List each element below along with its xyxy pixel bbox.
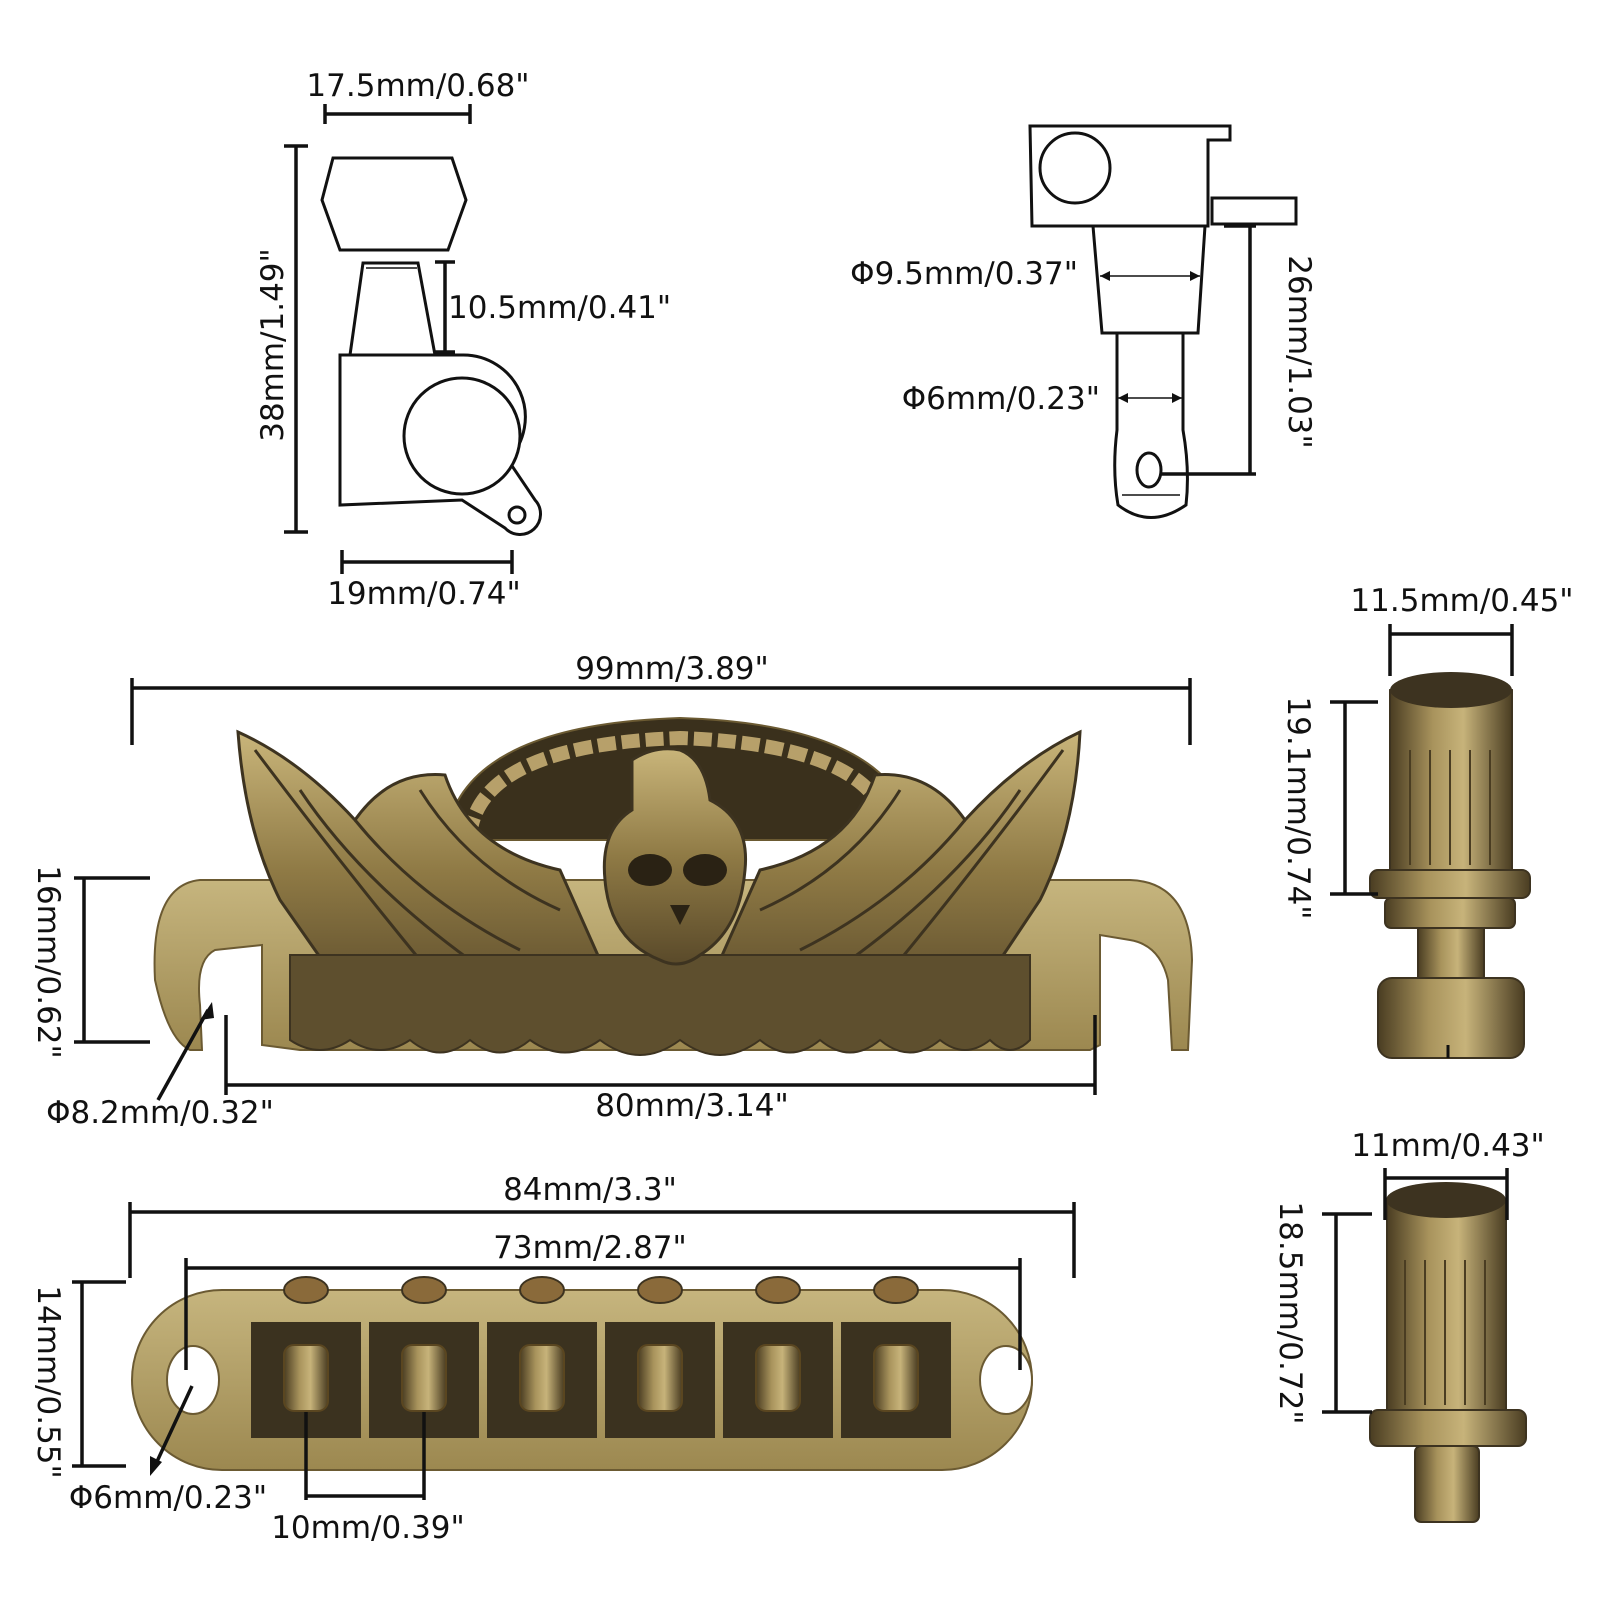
label-bridge-hole: Φ6mm/0.23" xyxy=(69,1480,267,1516)
bridge-right-hole xyxy=(979,1345,1033,1415)
skull-ornament xyxy=(602,747,748,966)
chain-links xyxy=(463,730,897,837)
intonation-screws xyxy=(283,1276,919,1304)
label-bridge-string-spacing: 10mm/0.39" xyxy=(271,1510,465,1546)
tuner-side-bushing xyxy=(1091,224,1207,335)
label-bridge-hole-spacing: 73mm/2.87" xyxy=(493,1230,687,1266)
left-bat-wing xyxy=(236,729,602,1012)
tuner-side-post xyxy=(1113,331,1189,519)
label-tailpiece-height: 16mm/0.62" xyxy=(30,865,66,1059)
tuner-button-outline xyxy=(320,156,468,252)
label-bridge-width: 84mm/3.3" xyxy=(503,1172,677,1208)
bridge-left-hole xyxy=(166,1345,220,1415)
label-tuner-top-width: 17.5mm/0.68" xyxy=(306,68,529,104)
label-tuner-bushing-height: 10.5mm/0.41" xyxy=(448,290,671,326)
dim-arrow-bridge-hole xyxy=(152,1385,194,1469)
bridge-illustration xyxy=(72,1202,1076,1500)
label-tuner-bushing-dia: Φ9.5mm/0.37" xyxy=(850,256,1078,292)
tuner-side-drawing xyxy=(1028,124,1298,519)
saddle-rollers xyxy=(283,1344,919,1412)
label-stud-1-height: 19.1mm/0.74" xyxy=(1280,696,1316,919)
tuner-front-drawing xyxy=(284,104,542,574)
label-tuner-base-width: 19mm/0.74" xyxy=(327,576,521,612)
label-stud-1-width: 11.5mm/0.45" xyxy=(1350,583,1573,619)
label-tuner-height: 38mm/1.49" xyxy=(255,248,291,442)
label-bridge-height: 14mm/0.55" xyxy=(30,1285,66,1479)
tuner-side-tab xyxy=(1210,196,1298,226)
dimension-labels: 17.5mm/0.68" 38mm/1.49" 10.5mm/0.41" 19m… xyxy=(30,68,1574,1546)
label-tuner-post-height: 26mm/1.03" xyxy=(1281,255,1317,449)
label-tailpiece-spacing: 80mm/3.14" xyxy=(595,1088,789,1124)
dim-arrow-tailpiece-hole xyxy=(156,1009,210,1101)
tailpiece-textured-body xyxy=(289,954,1031,1056)
label-tailpiece-width: 99mm/3.89" xyxy=(575,651,769,687)
tuner-bushing-outline xyxy=(348,261,437,357)
label-stud-2-height: 18.5mm/0.72" xyxy=(1272,1201,1308,1424)
stud-2-illustration xyxy=(1322,1168,1527,1523)
label-tuner-post-dia: Φ6mm/0.23" xyxy=(902,381,1100,417)
stud-1-top xyxy=(1390,672,1512,708)
stud-1-illustration xyxy=(1330,624,1531,1059)
label-stud-2-width: 11mm/0.43" xyxy=(1351,1128,1545,1164)
stud-2-top xyxy=(1386,1182,1506,1218)
right-bat-wing xyxy=(718,729,1082,1012)
tailpiece-illustration xyxy=(74,678,1194,1101)
label-tailpiece-hole: Φ8.2mm/0.32" xyxy=(46,1095,274,1131)
tuner-gear-circle xyxy=(402,376,522,496)
